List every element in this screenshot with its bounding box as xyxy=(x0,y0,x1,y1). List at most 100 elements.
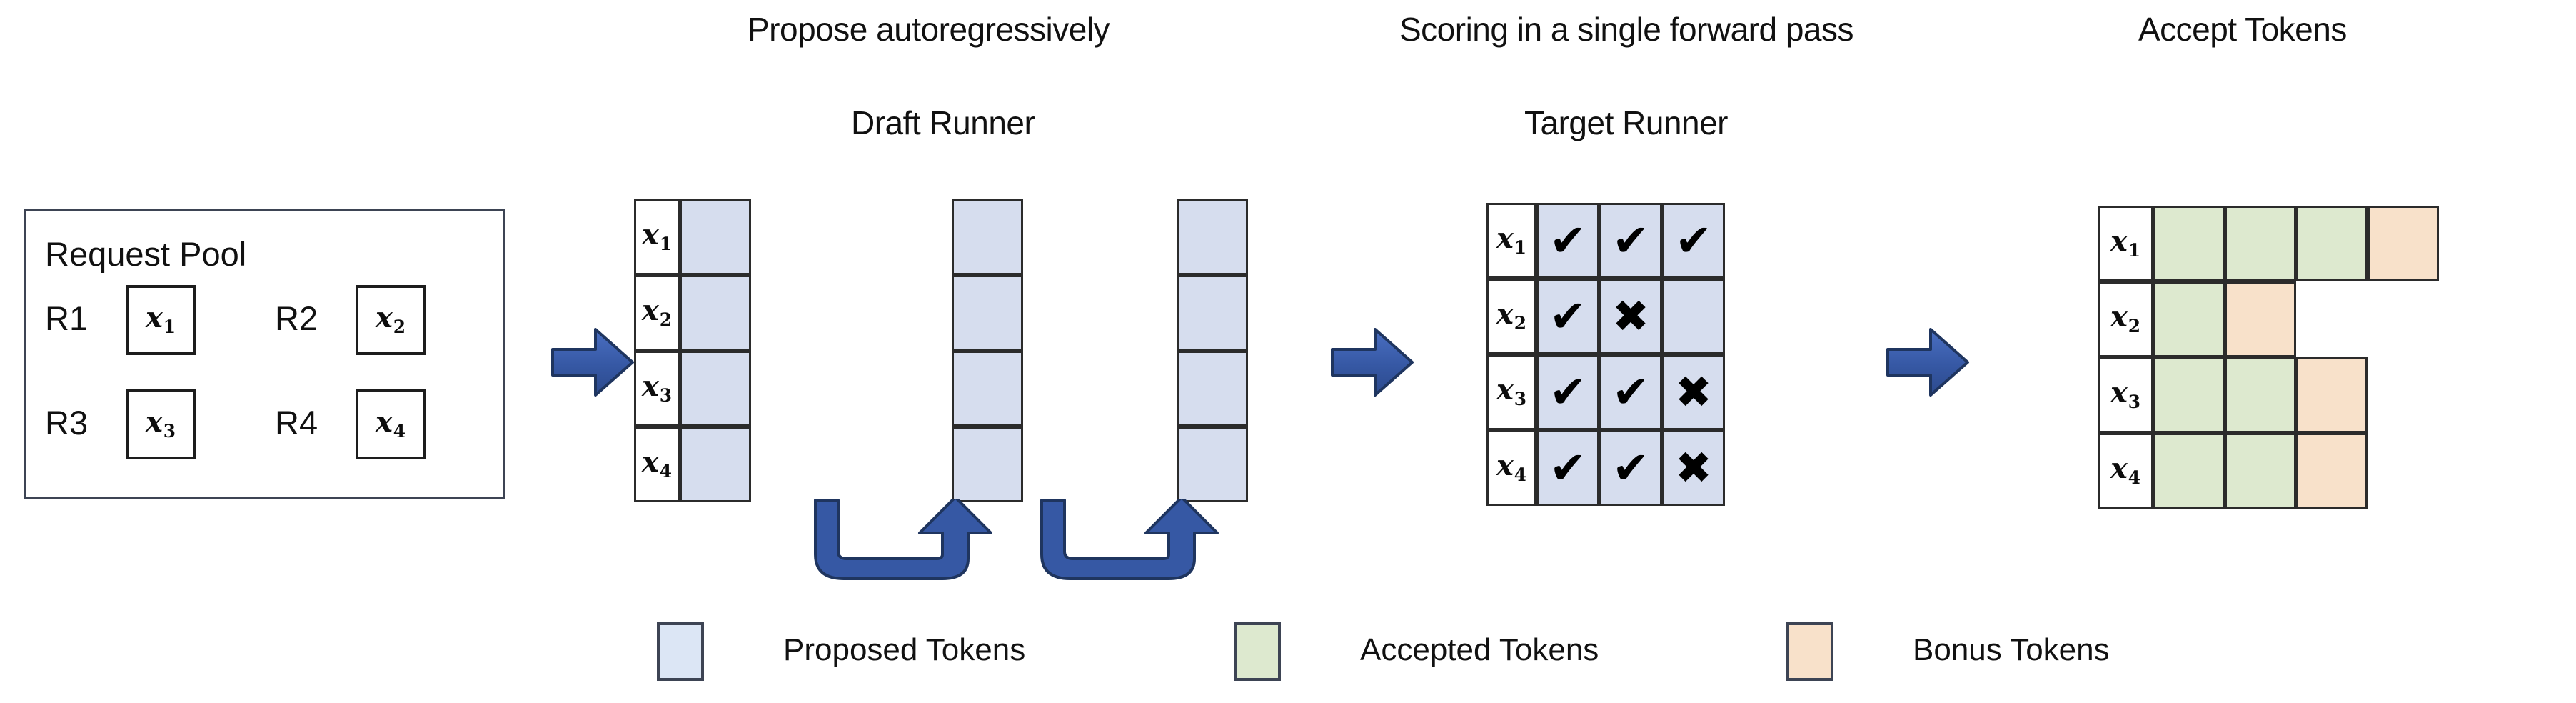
accept-row-label-1: x1 xyxy=(2098,206,2153,281)
token-x3: x3 xyxy=(2110,376,2141,412)
draft-cell-s3-r1 xyxy=(1177,199,1248,275)
draft-cell-s3-r4 xyxy=(1177,427,1248,502)
draft-row-label-4: x4 xyxy=(634,427,680,502)
draft-cell-s1-r1 xyxy=(680,199,751,275)
cross-icon: ✖ xyxy=(1612,290,1649,342)
token-x3: x3 xyxy=(1496,373,1527,409)
check-icon: ✔ xyxy=(1549,214,1586,266)
token-x4: x4 xyxy=(1496,449,1527,485)
legend-label-accepted-tokens: Accepted Tokens xyxy=(1360,632,1599,667)
accept-row-label-3: x3 xyxy=(2098,357,2153,433)
accept-cell-r2-c2-bonus xyxy=(2225,281,2296,357)
draft-cell-s1-r2 xyxy=(680,275,751,351)
subheader-target-runner: Target Runner xyxy=(1524,104,1729,141)
cross-icon: ✖ xyxy=(1675,442,1712,494)
draft-cell-s1-r3 xyxy=(680,351,751,427)
draft-row-label-2: x2 xyxy=(634,275,680,351)
token-x3: x3 xyxy=(145,405,176,442)
target-cell-r1-c2: ✔ xyxy=(1599,203,1662,279)
token-x1: x1 xyxy=(2110,224,2141,261)
draft-cell-s2-r2 xyxy=(952,275,1023,351)
request-token-box-r3: x3 xyxy=(126,389,196,459)
request-token-box-r2: x2 xyxy=(356,285,426,355)
target-row-label-2: x2 xyxy=(1486,279,1536,354)
token-x2: x2 xyxy=(641,294,673,330)
token-x2: x2 xyxy=(375,301,406,337)
accept-cell-r3-c2 xyxy=(2225,357,2296,433)
draft-row-label-3: x3 xyxy=(634,351,680,427)
request-token-box-r1: x1 xyxy=(126,285,196,355)
request-label-r4: R4 xyxy=(275,404,318,442)
flow-arrow-3-icon xyxy=(1886,328,1969,397)
target-cell-r4-c1: ✔ xyxy=(1536,430,1599,506)
autoregressive-loop-arrow-1-icon xyxy=(814,499,992,580)
target-row-label-3: x3 xyxy=(1486,354,1536,430)
header-propose-autoregressively: Propose autoregressively xyxy=(748,11,1110,48)
header-accept-tokens: Accept Tokens xyxy=(2138,11,2347,48)
request-label-r3: R3 xyxy=(45,404,89,442)
draft-cell-s2-r1 xyxy=(952,199,1023,275)
target-cell-r2-c2: ✖ xyxy=(1599,279,1662,354)
target-cell-r3-c1: ✔ xyxy=(1536,354,1599,430)
accept-cell-r2-c1 xyxy=(2153,281,2225,357)
target-cell-r1-c3: ✔ xyxy=(1662,203,1725,279)
accept-cell-r3-c1 xyxy=(2153,357,2225,433)
token-x1: x1 xyxy=(641,218,673,254)
legend-label-bonus-tokens: Bonus Tokens xyxy=(1913,632,2110,667)
header-scoring-single-forward-pass: Scoring in a single forward pass xyxy=(1399,11,1854,48)
token-x4: x4 xyxy=(641,445,673,482)
accept-cell-r1-c3 xyxy=(2296,206,2368,281)
check-icon: ✔ xyxy=(1549,442,1586,494)
accept-row-label-2: x2 xyxy=(2098,281,2153,357)
target-cell-r1-c1: ✔ xyxy=(1536,203,1599,279)
check-icon: ✔ xyxy=(1549,366,1586,418)
request-token-box-r4: x4 xyxy=(356,389,426,459)
token-x3: x3 xyxy=(641,369,673,406)
request-pool-title: Request Pool xyxy=(45,235,247,273)
accept-cell-r4-c3-bonus xyxy=(2296,433,2368,509)
draft-cell-s2-r4 xyxy=(952,427,1023,502)
draft-row-label-1: x1 xyxy=(634,199,680,275)
accept-row-label-4: x4 xyxy=(2098,433,2153,509)
check-icon: ✔ xyxy=(1612,214,1649,266)
token-x4: x4 xyxy=(375,405,406,442)
request-label-r1: R1 xyxy=(45,299,89,337)
token-x4: x4 xyxy=(2110,452,2141,488)
cross-icon: ✖ xyxy=(1675,366,1712,418)
draft-cell-s3-r3 xyxy=(1177,351,1248,427)
token-x2: x2 xyxy=(2110,300,2141,336)
token-x1: x1 xyxy=(1496,221,1527,258)
flow-arrow-1-icon xyxy=(551,328,634,397)
autoregressive-loop-arrow-2-icon xyxy=(1040,499,1219,580)
target-row-label-4: x4 xyxy=(1486,430,1536,506)
target-cell-r3-c2: ✔ xyxy=(1599,354,1662,430)
legend-swatch-bonus-tokens xyxy=(1786,622,1833,681)
flow-arrow-2-icon xyxy=(1331,328,1414,397)
target-cell-r2-c3 xyxy=(1662,279,1725,354)
target-cell-r2-c1: ✔ xyxy=(1536,279,1599,354)
request-label-r2: R2 xyxy=(275,299,318,337)
legend-label-proposed-tokens: Proposed Tokens xyxy=(783,632,1026,667)
draft-cell-s3-r2 xyxy=(1177,275,1248,351)
target-row-label-1: x1 xyxy=(1486,203,1536,279)
accept-cell-r1-c4-bonus xyxy=(2368,206,2439,281)
draft-cell-s2-r3 xyxy=(952,351,1023,427)
check-icon: ✔ xyxy=(1612,442,1649,494)
draft-cell-s1-r4 xyxy=(680,427,751,502)
target-cell-r3-c3: ✖ xyxy=(1662,354,1725,430)
check-icon: ✔ xyxy=(1675,214,1712,266)
target-cell-r4-c3: ✖ xyxy=(1662,430,1725,506)
target-cell-r4-c2: ✔ xyxy=(1599,430,1662,506)
legend-swatch-proposed-tokens xyxy=(657,622,704,681)
accept-cell-r3-c3-bonus xyxy=(2296,357,2368,433)
accept-cell-r1-c1 xyxy=(2153,206,2225,281)
check-icon: ✔ xyxy=(1549,290,1586,342)
token-x1: x1 xyxy=(145,301,176,337)
check-icon: ✔ xyxy=(1612,366,1649,418)
accept-cell-r4-c1 xyxy=(2153,433,2225,509)
token-x2: x2 xyxy=(1496,297,1527,334)
subheader-draft-runner: Draft Runner xyxy=(851,104,1035,141)
legend-swatch-accepted-tokens xyxy=(1234,622,1281,681)
accept-cell-r4-c2 xyxy=(2225,433,2296,509)
